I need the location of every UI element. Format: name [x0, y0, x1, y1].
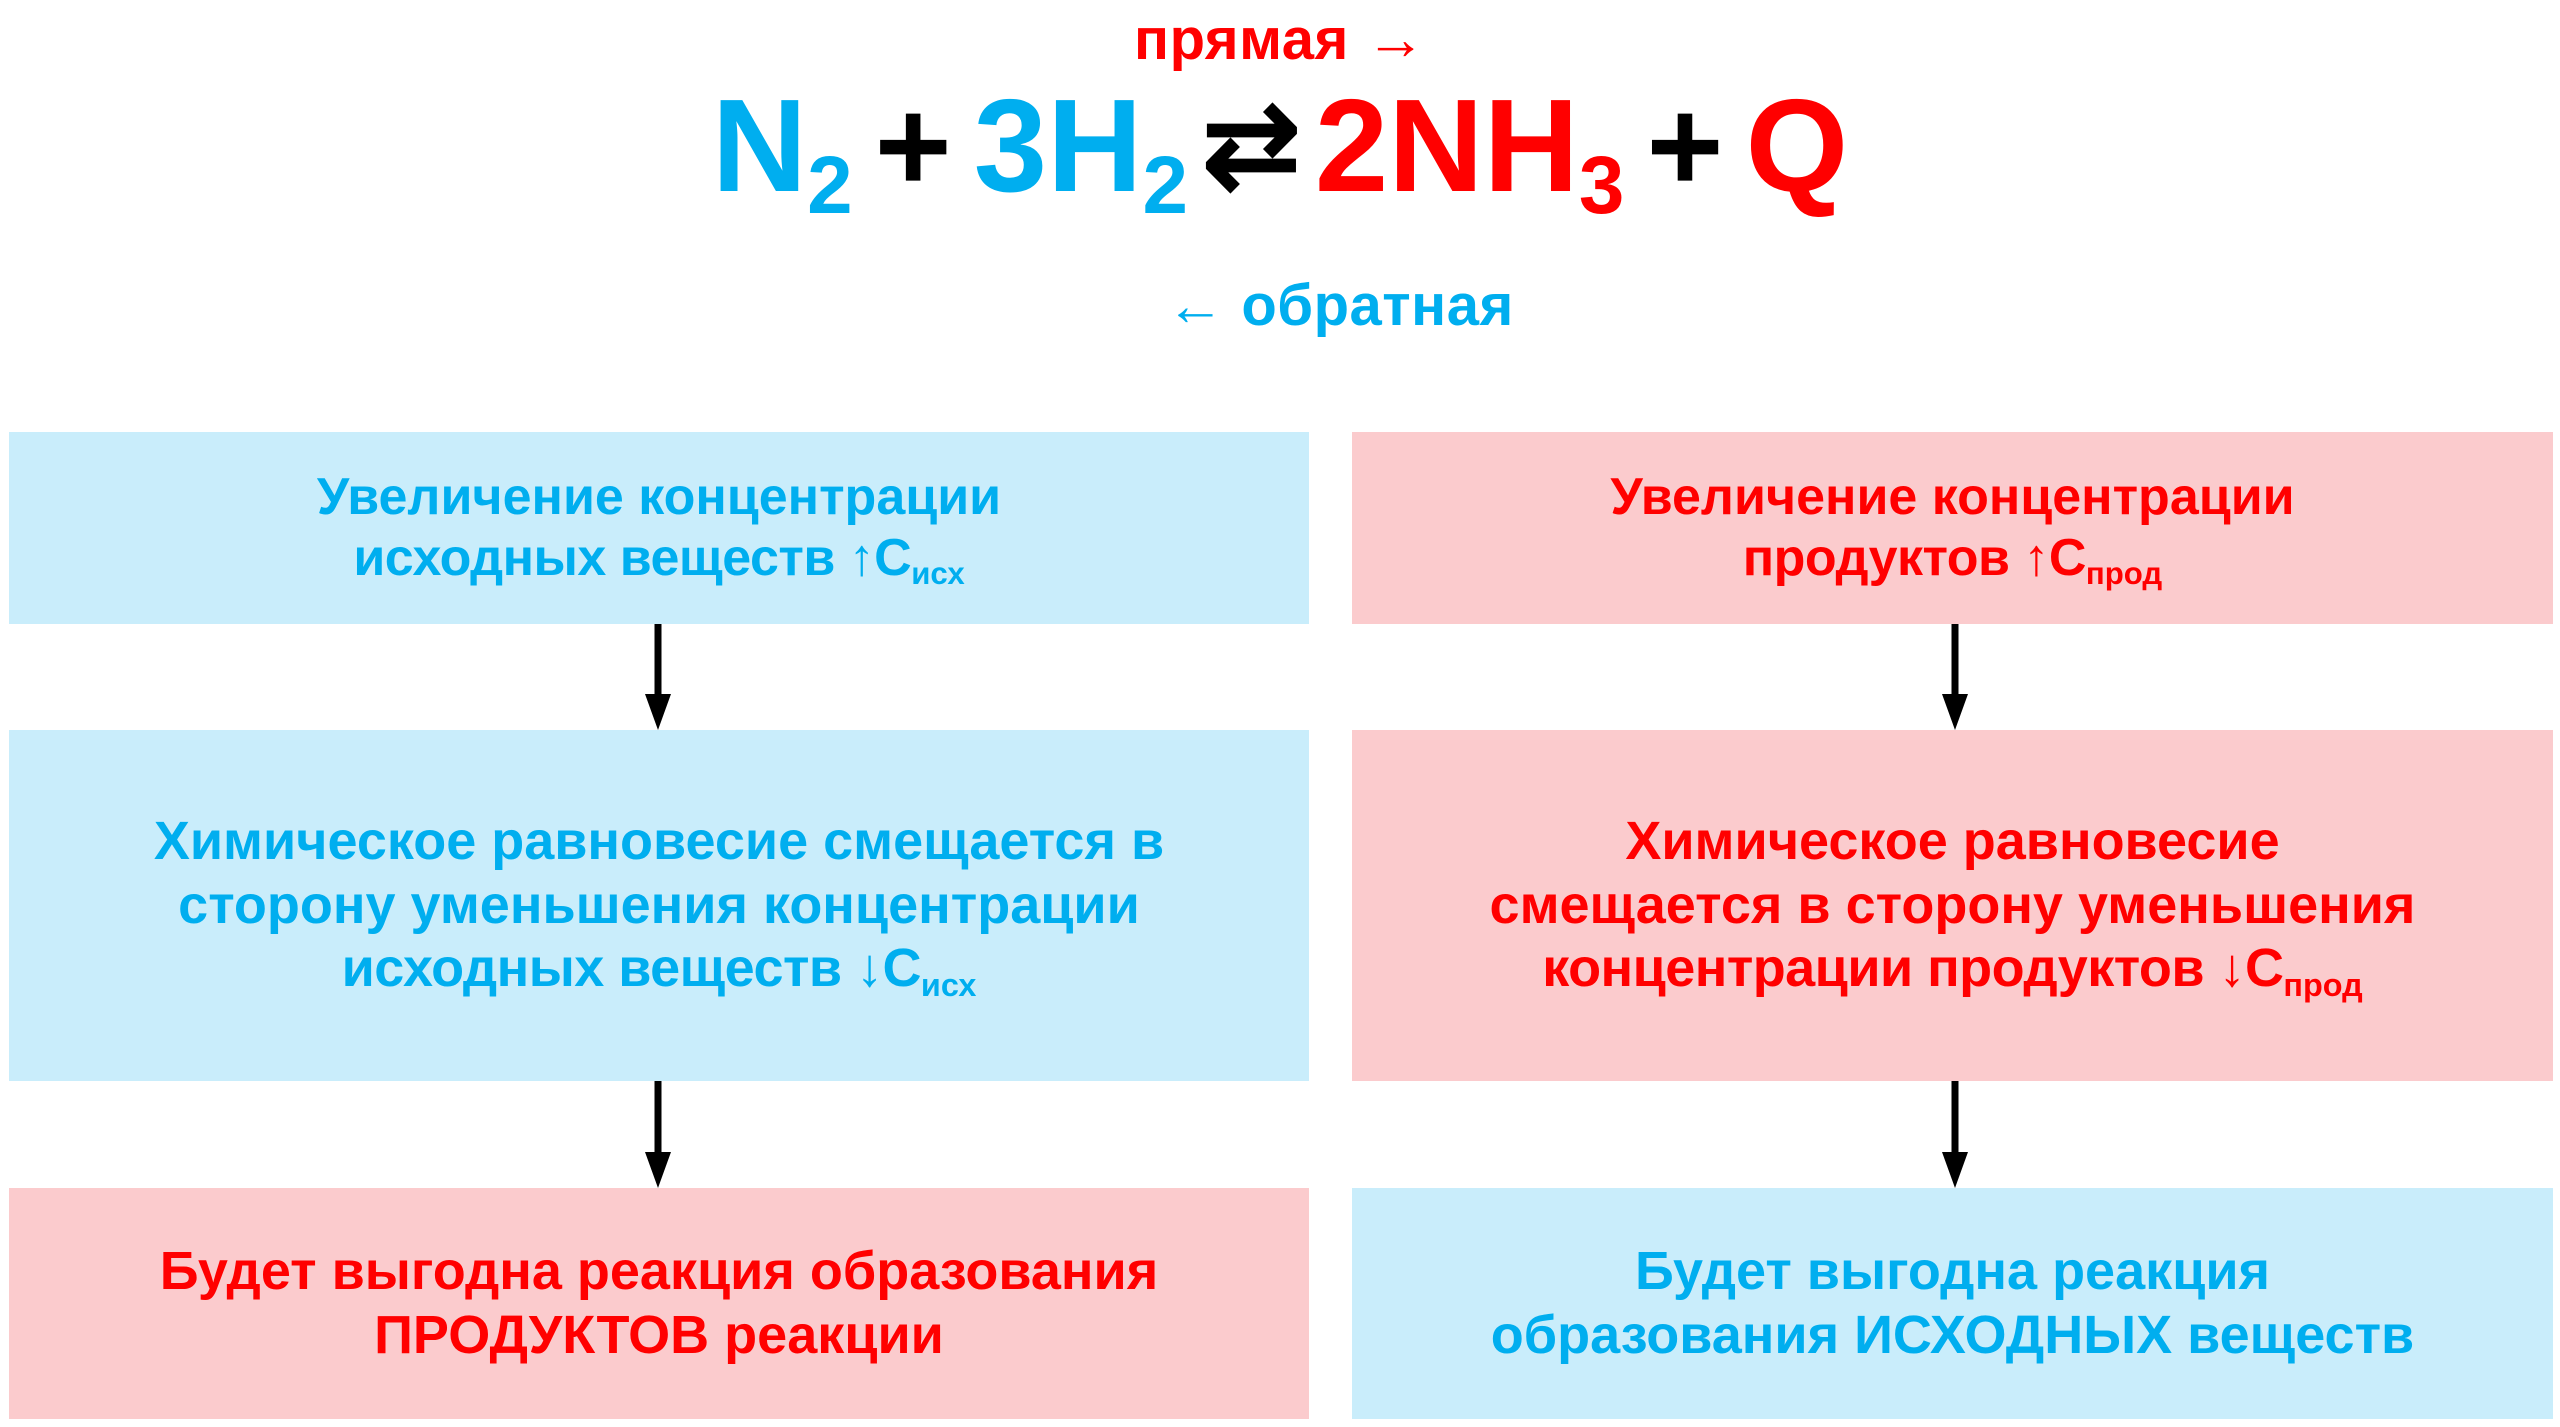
forward-arrow-icon: → — [1365, 5, 1426, 72]
left-box-1-line-2: исходных веществ ↑C — [353, 529, 912, 587]
left-box-1-line-1: Увеличение концентрации — [316, 467, 1002, 526]
reverse-arrow-icon: ← — [1166, 273, 1225, 338]
left-box-3-line-1: Будет выгодна реакция образования — [159, 1240, 1159, 1301]
product-2nh3-symbol: 2NH — [1314, 72, 1579, 219]
left-box-2-line-1: Химическое равновесие смещается в — [153, 810, 1165, 871]
product-2nh3-subscript: 3 — [1578, 140, 1625, 232]
reactant-3h2-subscript: 2 — [1142, 140, 1188, 232]
right-column-box-equilibrium-shift-products: Химическое равновесие смещается в сторон… — [1352, 730, 2553, 1081]
left-box-1-text: Увеличение концентрации исходных веществ… — [316, 467, 1002, 592]
right-box-2-line-1: Химическое равновесие — [1625, 810, 2280, 871]
left-box-2-subscript: исх — [920, 967, 977, 1004]
reverse-reaction-label: ← обратная — [0, 272, 2560, 339]
right-box-2-text: Химическое равновесие смещается в сторон… — [1489, 810, 2416, 1004]
right-box-1-line-1: Увеличение концентрации — [1610, 467, 2295, 526]
left-box-2-text: Химическое равновесие смещается в сторон… — [153, 810, 1165, 1004]
reactant-n2-subscript: 2 — [807, 140, 853, 232]
reverse-reaction-text: обратная — [1241, 273, 1514, 338]
right-box-2-line-2: смещается в сторону уменьшения — [1489, 874, 2416, 935]
left-box-3-text: Будет выгодна реакция образования ПРОДУК… — [160, 1240, 1158, 1367]
right-box-1-text: Увеличение концентрации продуктов ↑Cпрод — [1610, 467, 2295, 592]
right-box-2-subscript: прод — [2283, 967, 2363, 1004]
right-arrow-2-down-icon — [1935, 1081, 1975, 1188]
left-column-box-favors-products: Будет выгодна реакция образования ПРОДУК… — [9, 1188, 1309, 1419]
equation-plus-2: + — [1646, 72, 1724, 219]
left-box-2-line-2: сторону уменьшения концентрации — [178, 874, 1140, 935]
right-box-3-line-1: Будет выгодна реакция — [1634, 1240, 2271, 1301]
equilibrium-arrows-icon: ⇄ — [1201, 79, 1301, 211]
right-column-box-favors-reactants: Будет выгодна реакция образования ИСХОДН… — [1352, 1188, 2553, 1419]
equation-reactant-n2: N2 — [712, 80, 853, 227]
chemical-equation: N2+3H2⇄2NH3+Q — [0, 72, 2560, 227]
right-box-3-line-2: образования ИСХОДНЫХ веществ — [1490, 1304, 2415, 1365]
reactant-3h2-symbol: 3H — [973, 72, 1143, 219]
right-box-1-line-2: продуктов ↑C — [1742, 529, 2087, 587]
equation-reactant-3h2: 3H2 — [974, 80, 1188, 227]
left-column-box-increase-reactant-concentration: Увеличение концентрации исходных веществ… — [9, 432, 1309, 624]
left-box-3-line-2: ПРОДУКТОВ реакции — [374, 1304, 944, 1365]
right-box-3-text: Будет выгодна реакция образования ИСХОДН… — [1491, 1240, 2414, 1367]
left-box-2-line-3: исходных веществ ↓C — [341, 938, 922, 999]
left-arrow-2-down-icon — [638, 1081, 678, 1188]
right-box-2-line-3: концентрации продуктов ↓C — [1542, 938, 2284, 999]
left-box-1-subscript: исх — [911, 556, 965, 592]
equation-plus-1: + — [874, 72, 952, 219]
reactant-n2-symbol: N — [711, 72, 808, 219]
equation-product-2nh3: 2NH3 — [1315, 80, 1625, 227]
forward-reaction-label: прямая → — [0, 4, 2560, 73]
right-column-box-increase-product-concentration: Увеличение концентрации продуктов ↑Cпрод — [1352, 432, 2553, 624]
left-arrow-1-down-icon — [638, 624, 678, 730]
equation-product-q: Q — [1745, 72, 1849, 219]
forward-reaction-text: прямая — [1134, 7, 1349, 72]
left-column-box-equilibrium-shift-reactants: Химическое равновесие смещается в сторон… — [9, 730, 1309, 1081]
equation-header: прямая → N2+3H2⇄2NH3+Q ← обратная — [0, 0, 2560, 400]
right-box-1-subscript: прод — [2085, 556, 2163, 592]
right-arrow-1-down-icon — [1935, 624, 1975, 730]
